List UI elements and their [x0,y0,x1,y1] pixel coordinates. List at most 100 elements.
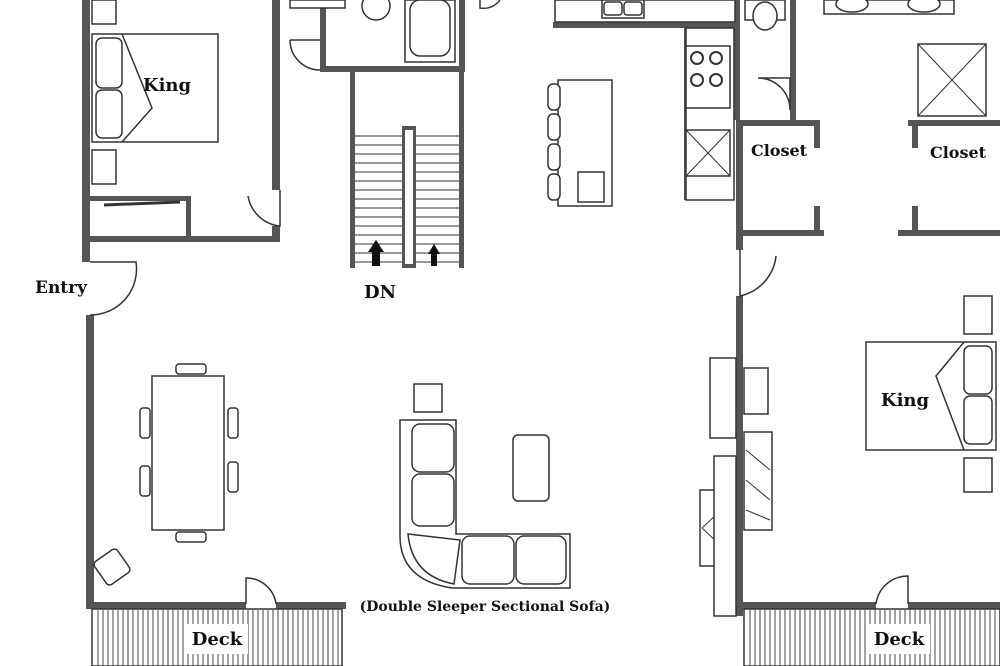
entry-door-icon [89,261,138,316]
room-label-king-right: King [881,390,930,411]
bottom-wall-right2 [908,602,1000,609]
staircase: DN [355,135,459,303]
kitchen [547,0,736,207]
closet-top-wall-left [740,120,820,126]
right-wing-wall-lower [736,296,743,616]
bedroom1-door-icon [247,190,281,227]
pillow-icon [95,37,123,89]
sofa-cushion-icon [515,535,567,585]
right-bath-wall [790,0,796,120]
room-label-closet-left: Closet [751,141,808,160]
tv-console-icon [709,357,737,439]
right-wing-wall-upper [733,0,740,120]
arrow-up-icon [368,240,384,266]
burner-icon [709,51,723,65]
closet-right-stub-bottom [912,206,918,234]
doors [89,0,909,605]
left-outer-wall-lower [86,315,94,607]
center-bathroom [289,0,456,63]
room-label-deck-left: Deck [192,629,243,650]
left-outer-wall-upper [82,0,90,262]
walls [82,0,1000,616]
bedroom1-closet-top [90,196,190,201]
vanity-sink-icon [835,0,869,13]
chair-icon [175,531,207,543]
fireplace-area [699,357,773,617]
nightstand-bottom-right-icon [963,457,993,493]
burner-icon [709,73,723,87]
bath-left-wall [320,0,326,72]
pillow-icon [963,345,993,395]
room-label-entry: Entry [35,278,88,298]
bed-fold-icon [121,33,153,143]
room-label-deck-right: Deck [874,629,925,650]
coffee-table-icon [512,434,550,502]
stool-icon [547,143,561,171]
closet-left-stub-top [814,120,820,148]
deck-left-door-icon [245,577,277,605]
bedroom1-closet-side [186,196,191,238]
right-bathroom [744,0,987,117]
burner-icon [690,73,704,87]
room-label-closet-right: Closet [930,143,987,162]
bedroom1-right-wall [272,0,280,190]
sofa-cushion-icon [411,423,455,473]
deck-right-door-icon [875,575,909,605]
stool-icon [547,173,561,201]
toilet-icon [752,1,778,31]
island-sink-icon [577,171,605,203]
deck-right: Deck [743,608,1000,666]
pillow-icon [95,89,123,139]
bathtub-inner-icon [409,0,451,57]
bath-right-wall [459,0,465,72]
sofa-cushion-icon [461,535,515,585]
stairs-down-label: DN [364,282,396,303]
nightstand-top-right-icon [963,295,993,335]
stool-icon [547,83,561,111]
tv-icon [743,367,769,415]
stone-texture-icon [745,449,771,521]
burner-icon [690,51,704,65]
sofa-corner-icon [407,533,461,585]
vanity-icon [289,0,346,9]
sofa-note-label: (Double Sleeper Sectional Sofa) [360,599,611,615]
chair-icon [175,363,207,375]
stool-icon [547,113,561,141]
bedroom1-wall-stub [272,226,280,242]
dining-area [93,363,239,586]
bedroom-left: King [91,0,219,207]
arrow-up-icon [428,244,440,266]
armchair-icon [93,548,131,586]
refrigerator-x-icon [685,129,731,177]
end-table-icon [413,383,443,413]
chair-icon [227,407,239,439]
bedroom-right: King [865,295,997,493]
sofa-cushion-icon [411,473,455,527]
stair-right-wall [459,72,464,268]
stone-fireplace-right-icon [743,431,773,531]
closets-bottom-wall-left [740,230,824,236]
room-label-king-left: King [143,75,192,96]
bottom-wall-right1 [740,602,876,609]
vanity-sink-icon [907,0,941,13]
counter-top-icon [554,0,736,23]
bottom-wall-left [86,602,246,609]
dining-table-icon [151,375,225,531]
bedroom1-bottom-wall [86,236,280,242]
closet-left-stub-bottom [814,206,820,234]
bed-fold-icon [935,341,965,451]
sink-bowl-icon [603,1,623,16]
kitchen-counter-wall [553,22,733,28]
stair-center-void [405,130,413,264]
closet-rod-icon [103,200,181,207]
pillow-icon [963,395,993,445]
closets-bottom-wall-right [898,230,1000,236]
deck-right-label-bg [868,624,930,654]
bedroom2-door-icon [739,250,777,297]
closet-top-wall-right [908,120,1000,126]
chair-icon [227,461,239,493]
shower-drain-lines-icon [917,43,987,117]
chair-icon [139,407,151,439]
sink-bowl-icon [623,1,643,16]
